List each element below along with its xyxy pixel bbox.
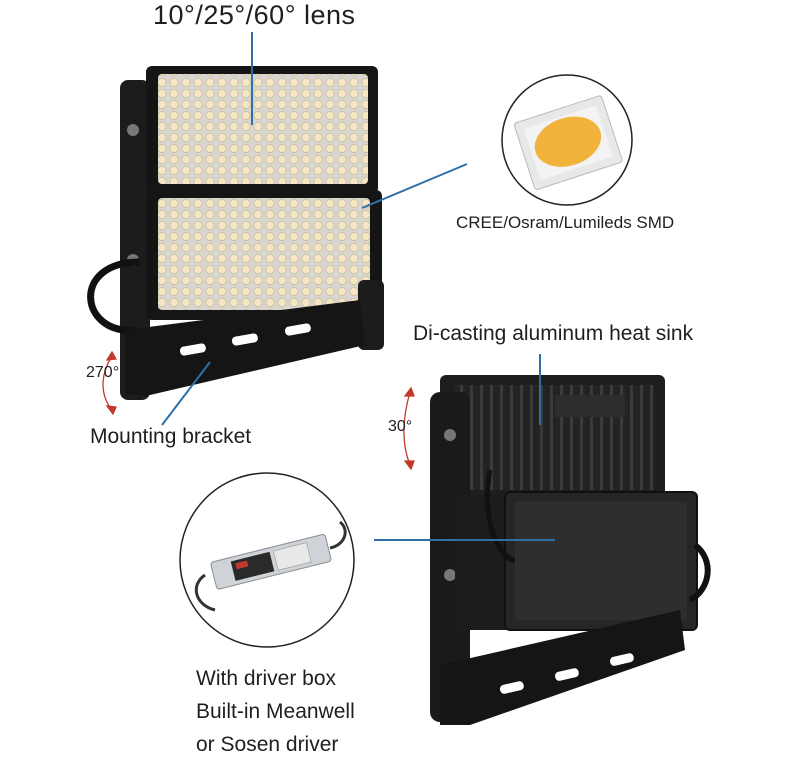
rotation-angle-back-label: 30° <box>388 418 413 435</box>
leader-lines <box>161 32 555 541</box>
driver-label-line-2: Built-in Meanwell <box>196 700 355 723</box>
rotation-angle-front-label: 270° <box>86 364 120 381</box>
front-mounting-bracket <box>125 300 365 395</box>
back-mounting-bracket <box>440 610 685 725</box>
lens-label: 10°/25°/60° lens <box>153 0 356 30</box>
smd-chip-callout <box>501 74 633 206</box>
heatsink-label: Di-casting aluminum heat sink <box>413 322 694 345</box>
led-module-bottom <box>146 190 382 320</box>
mounting-bracket-label: Mounting bracket <box>90 425 252 448</box>
leader-bracket <box>161 361 211 426</box>
driver-label-line-3: or Sosen driver <box>196 733 339 756</box>
rotation-arrow-front <box>102 350 118 416</box>
smd-label: CREE/Osram/Lumileds SMD <box>456 213 675 232</box>
heat-sink <box>440 375 665 500</box>
front-fixture <box>87 66 384 400</box>
led-module-top <box>146 66 378 194</box>
driver-box <box>504 491 698 631</box>
back-fixture <box>430 375 711 725</box>
driver-label: With driver box Built-in Meanwell or Sos… <box>196 662 355 761</box>
leader-smd <box>361 163 468 209</box>
rotation-arrow-back <box>403 386 415 471</box>
driver-label-line-1: With driver box <box>196 667 337 690</box>
driver-callout <box>179 472 355 648</box>
